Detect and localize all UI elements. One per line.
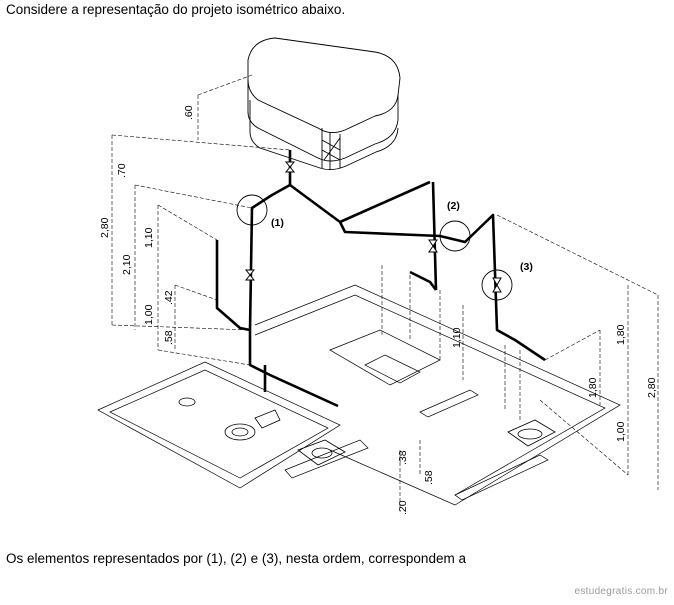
dim-left-small-a: .42 <box>163 290 175 305</box>
callout-circle-1 <box>236 194 268 226</box>
callout-label-3: (3) <box>520 261 533 273</box>
fixtures <box>178 397 556 466</box>
dimension-labels: .60 .70 2,80 1,10 2,10 .42 1,00 .58 1,10… <box>99 105 658 515</box>
dim-right-upper: 1,80 <box>615 324 627 345</box>
callout-label-1: (1) <box>271 217 284 229</box>
dim-right-lower: 1,00 <box>615 421 627 442</box>
dim-tank-height: .60 <box>183 105 195 120</box>
floor-plan <box>97 284 621 506</box>
dim-left-mid: 2,10 <box>121 254 133 275</box>
dim-left-top: .70 <box>116 163 128 178</box>
dim-right-mid: 1,80 <box>587 377 599 398</box>
intro-text: Considere a representação do projeto iso… <box>6 2 346 17</box>
question-text: Os elementos representados por (1), (2) … <box>6 551 466 566</box>
callout-circle-3 <box>481 269 513 301</box>
isometric-plumbing-drawing: .60 .70 2,80 1,10 2,10 .42 1,00 .58 1,10… <box>97 37 659 515</box>
dim-left-upper: 1,10 <box>143 227 155 248</box>
dim-center-riser: 1,10 <box>451 327 463 348</box>
watermark: estudegratis.com.br <box>574 586 668 597</box>
dim-left-lower: 1,00 <box>143 304 155 325</box>
valves <box>244 161 502 293</box>
dim-left-total: 2,80 <box>99 217 111 238</box>
water-tank <box>247 37 401 171</box>
dim-right-total: 2,80 <box>646 377 658 398</box>
dim-bottom-b: .58 <box>423 470 435 485</box>
dimension-lines <box>111 74 659 510</box>
dim-bottom-a: .38 <box>397 450 409 465</box>
callout-circle-2 <box>439 220 471 252</box>
pipe-network <box>215 150 546 408</box>
dim-left-small-b: .58 <box>163 330 175 345</box>
dim-bottom-c: .20 <box>397 500 409 515</box>
callout-label-2: (2) <box>447 200 460 212</box>
